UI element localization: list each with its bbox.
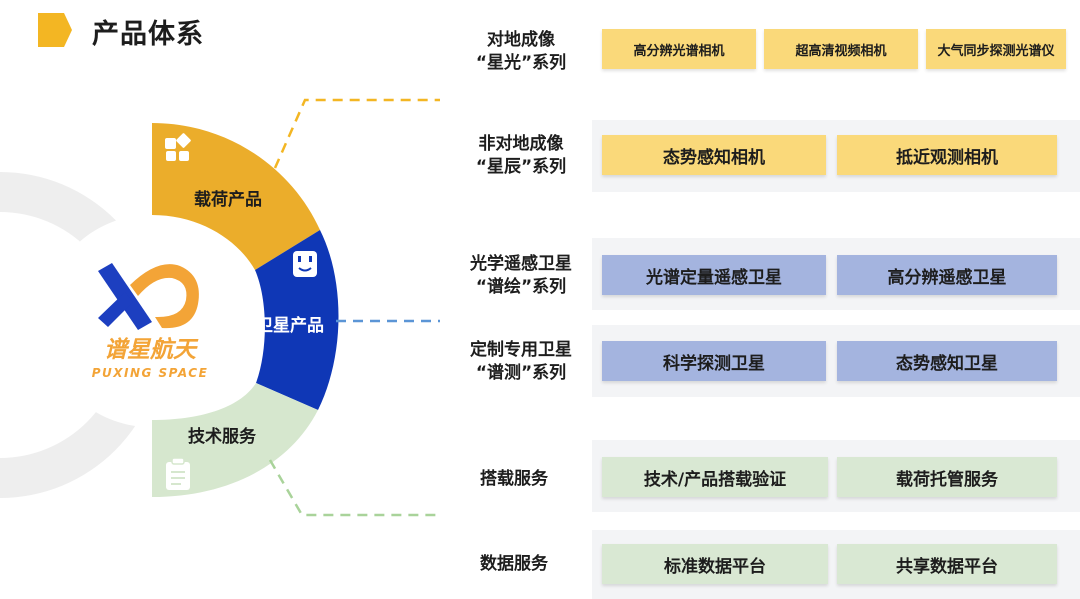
satellite-segment (255, 230, 339, 410)
clipboard-icon (166, 457, 190, 490)
brand-name-cn: 谱星航天 (104, 336, 199, 363)
row-label: 搭载服务 (434, 468, 594, 491)
product-pill: 高分辨光谱相机 (602, 29, 756, 69)
satellite-box-icon (293, 251, 317, 277)
row-label: 对地成像 “星光”系列 (441, 29, 601, 75)
product-pill: 光谱定量遥感卫星 (602, 255, 826, 295)
page-title: 产品体系 (92, 19, 204, 50)
product-pill: 标准数据平台 (602, 544, 828, 584)
row-label: 光学遥感卫星 “谱绘”系列 (441, 253, 601, 299)
row-label: 数据服务 (434, 553, 594, 576)
brand-logo-icon (98, 263, 199, 330)
title-marker-icon (38, 13, 72, 47)
service-connector (268, 459, 440, 517)
product-pill: 共享数据平台 (837, 544, 1057, 584)
row-label-line1: 对地成像 (487, 30, 555, 50)
service-segment (152, 383, 318, 497)
row-label-line2: “星辰”系列 (475, 157, 567, 177)
product-pill: 抵近观测相机 (837, 135, 1057, 175)
payload-connector (273, 98, 440, 169)
row-label-line2: “谱测”系列 (475, 363, 567, 383)
satellite-segment-label: 卫星产品 (256, 316, 324, 336)
row-label-line1: 数据服务 (480, 554, 548, 574)
product-pill: 态势感知卫星 (837, 341, 1057, 381)
row-label-line2: “星光”系列 (475, 53, 567, 73)
product-pill: 技术/产品搭载验证 (602, 457, 828, 497)
service-segment-label: 技术服务 (188, 427, 256, 447)
product-pill: 载荷托管服务 (837, 457, 1057, 497)
product-pill: 大气同步探测光谱仪 (926, 29, 1066, 69)
brand-name-en: PUXING SPACE (92, 366, 209, 380)
row-label-line1: 非对地成像 (478, 134, 564, 154)
product-pill: 高分辨遥感卫星 (837, 255, 1057, 295)
row-label-line1: 光学遥感卫星 (470, 254, 572, 274)
payload-segment (152, 123, 320, 270)
row-label-line2: “谱绘”系列 (475, 277, 567, 297)
grid-apps-icon (165, 133, 191, 161)
product-pill: 科学探测卫星 (602, 341, 826, 381)
product-pill: 态势感知相机 (602, 135, 826, 175)
row-label-line1: 搭载服务 (480, 469, 548, 489)
product-pill: 超高清视频相机 (764, 29, 918, 69)
row-label: 非对地成像 “星辰”系列 (441, 133, 601, 179)
row-label: 定制专用卫星 “谱测”系列 (441, 339, 601, 385)
payload-segment-label: 载荷产品 (194, 190, 262, 210)
row-label-line1: 定制专用卫星 (470, 340, 572, 360)
